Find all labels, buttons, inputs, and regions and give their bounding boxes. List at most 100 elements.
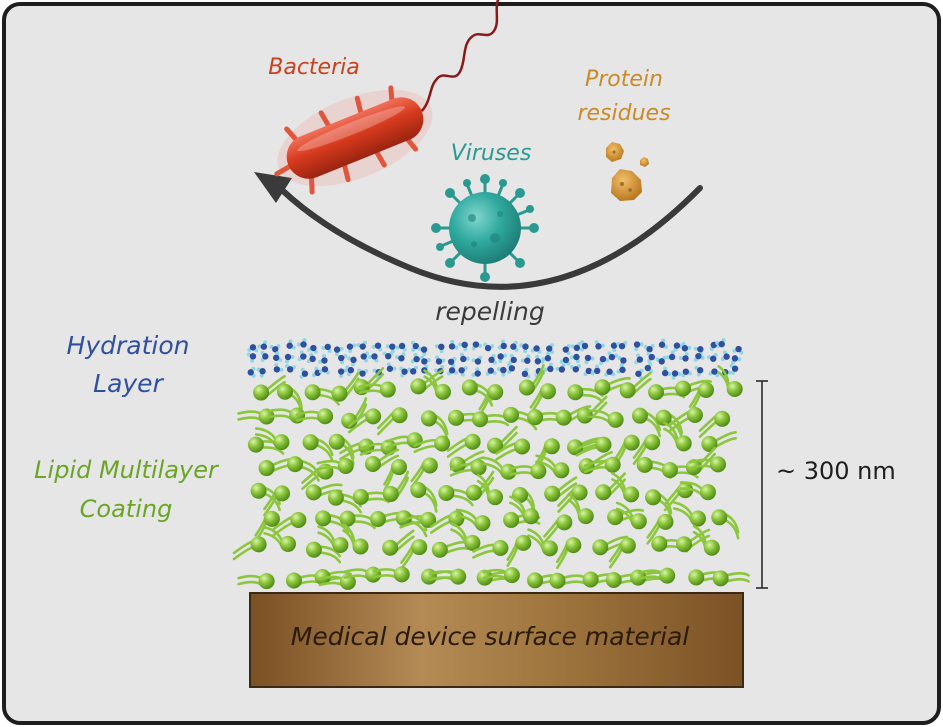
- lipid-molecule-icon: [423, 369, 451, 400]
- water-molecule-icon: [616, 340, 628, 350]
- water-molecule-icon: [541, 351, 552, 362]
- water-molecule-icon: [446, 367, 458, 376]
- water-molecule-icon: [285, 364, 297, 373]
- lipid-molecule-icon: [446, 433, 481, 458]
- water-molecule-icon: [368, 353, 379, 363]
- hydration-label-line2: Layer: [93, 369, 164, 398]
- water-molecule-icon: [458, 341, 468, 352]
- lipid-molecule-icon: [575, 436, 612, 457]
- water-molecule-icon: [706, 352, 718, 362]
- water-molecule-icon: [257, 340, 268, 350]
- water-molecule-icon: [555, 363, 566, 373]
- water-molecule-icon: [720, 350, 730, 362]
- water-molecule-icon: [246, 352, 257, 363]
- water-molecule-icon: [562, 344, 571, 356]
- lipid-molecule-icon: [663, 482, 694, 512]
- water-molecule-icon: [459, 352, 470, 363]
- water-molecule-icon: [407, 365, 418, 375]
- water-molecule-icon: [307, 344, 318, 354]
- lipid-molecule-icon: [583, 456, 621, 474]
- lipid-molecule-icon: [253, 374, 286, 401]
- lipid-molecule-icon: [358, 381, 396, 398]
- lipid-molecule-icon: [717, 365, 743, 398]
- water-molecule-icon: [693, 352, 705, 362]
- water-molecule-icon: [665, 350, 676, 361]
- protein-residue-icon: [606, 142, 649, 201]
- lipid-molecule-icon: [232, 536, 267, 561]
- lipid-molecule-icon: [506, 534, 532, 567]
- water-molecule-icon: [333, 346, 344, 357]
- water-molecule-icon: [607, 351, 619, 361]
- lipid-molecule-icon: [567, 492, 594, 525]
- lipid-molecule-icon: [611, 472, 640, 503]
- water-molecule-icon: [395, 342, 407, 352]
- water-molecule-icon: [643, 344, 655, 353]
- lipid-molecule-icon: [637, 567, 676, 584]
- water-molecule-icon: [633, 341, 644, 351]
- water-molecule-icon: [584, 354, 595, 365]
- water-molecule-icon: [569, 364, 581, 373]
- water-molecule-icon: [360, 351, 370, 363]
- lipid-molecule-icon: [632, 434, 661, 465]
- lipid-molecule-icon: [428, 568, 467, 585]
- lipid-molecule-icon: [295, 408, 334, 425]
- lipid-molecule-icon: [263, 485, 291, 517]
- lipid-molecule-icon: [317, 525, 349, 553]
- lipid-molecule-icon: [254, 427, 290, 451]
- water-molecule-icon: [598, 355, 610, 366]
- water-molecule-icon: [417, 346, 428, 357]
- water-molecule-icon: [580, 340, 589, 352]
- virus-icon: [431, 174, 539, 282]
- water-molecule-icon: [679, 352, 689, 362]
- lipid-molecule-icon: [663, 421, 692, 452]
- lipid-multilayer: [232, 363, 750, 590]
- water-molecule-icon: [395, 352, 406, 362]
- lipid-label-line2: Coating: [80, 495, 173, 523]
- lipid-molecule-icon: [518, 363, 545, 396]
- lipid-molecule-icon: [476, 473, 504, 506]
- bacterium-icon: [274, 0, 501, 195]
- lipid-molecule-icon: [237, 573, 275, 590]
- lipid-molecule-icon: [382, 529, 415, 556]
- water-molecule-icon: [410, 340, 420, 352]
- water-molecule-icon: [715, 338, 726, 348]
- lipid-molecule-icon: [679, 481, 716, 501]
- lipid-molecule-icon: [342, 523, 369, 555]
- water-molecule-icon: [448, 339, 459, 350]
- water-molecule-icon: [488, 353, 497, 365]
- lipid-molecule-icon: [302, 434, 334, 463]
- water-molecule-icon: [247, 344, 259, 353]
- water-molecule-icon: [318, 354, 328, 364]
- water-molecule-icon: [546, 343, 555, 355]
- water-molecule-icon: [458, 366, 468, 377]
- lipid-molecule-icon: [544, 476, 578, 502]
- water-molecule-icon: [419, 355, 431, 365]
- water-molecule-icon: [569, 353, 580, 364]
- lipid-molecule-icon: [613, 434, 640, 467]
- curved-arrow-icon: [254, 172, 703, 290]
- lipid-molecule-icon: [631, 407, 662, 438]
- water-molecule-icon: [356, 340, 368, 350]
- lipid-label-line1: Lipid Multilayer: [34, 456, 220, 484]
- lipid-molecule-icon: [318, 573, 356, 590]
- water-molecule-icon: [604, 368, 616, 377]
- water-molecule-icon: [471, 355, 483, 365]
- water-molecule-icon: [471, 341, 483, 351]
- medical-device-surface: [249, 592, 744, 688]
- lipid-molecule-icon: [472, 540, 509, 559]
- water-molecule-icon: [497, 353, 508, 363]
- lipid-molecule-icon: [339, 510, 376, 530]
- lipid-molecule-icon: [615, 501, 647, 530]
- lipid-molecule-icon: [465, 470, 495, 501]
- lipid-molecule-icon: [482, 567, 520, 584]
- water-molecule-icon: [256, 367, 266, 378]
- water-molecule-icon: [447, 356, 457, 368]
- lipid-molecule-icon: [543, 514, 573, 544]
- lipid-molecule-icon: [608, 537, 636, 569]
- water-molecule-icon: [318, 366, 330, 375]
- water-molecule-icon: [634, 353, 644, 365]
- viruses-label: Viruses: [451, 141, 532, 166]
- water-molecule-icon: [410, 352, 420, 364]
- water-molecule-icon: [709, 341, 721, 352]
- water-molecule-icon: [658, 338, 668, 349]
